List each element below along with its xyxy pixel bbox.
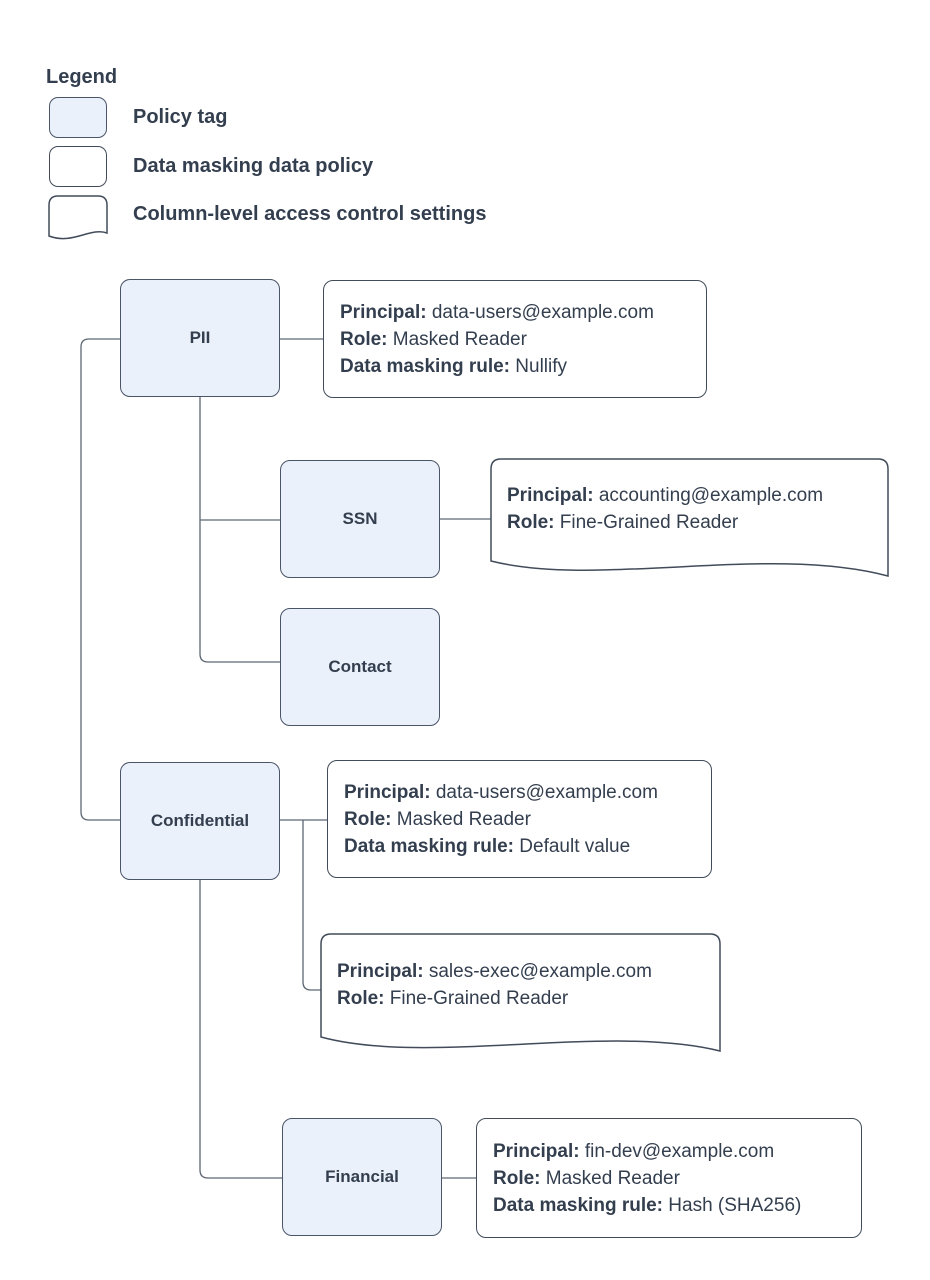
policy-field-label: Role:	[340, 328, 388, 350]
policy-field-label: Role:	[344, 808, 392, 830]
legend-item-access-control-settings: Column-level access control settings	[133, 203, 487, 225]
policy-tag-node-confidential: Confidential	[120, 762, 280, 880]
policy-tag-node-ssn: SSN	[280, 460, 440, 578]
node-label: Contact	[328, 657, 392, 676]
policy-line: Data masking rule: Hash (SHA256)	[493, 1192, 855, 1219]
policy-line: Role: Fine-Grained Reader	[337, 985, 717, 1012]
node-label: PII	[189, 328, 211, 347]
masking-policy-box-pii: Principal: data-users@example.com Role: …	[323, 280, 707, 398]
legend-item-policy-tag: Policy tag	[133, 106, 228, 128]
policy-tag-node-pii: PII	[120, 279, 280, 397]
policy-field-value: data-users@example.com	[435, 781, 658, 803]
policy-field-value: accounting@example.com	[598, 485, 824, 506]
node-label: Confidential	[150, 811, 250, 830]
connector-pii-to-confidential-trunk	[80, 338, 121, 821]
policy-line: Principal: sales-exec@example.com	[337, 958, 717, 985]
access-settings-text-ssn: Principal: accounting@example.com Role: …	[507, 460, 887, 558]
masking-policy-box-confidential: Principal: data-users@example.com Role: …	[327, 760, 712, 878]
node-label: Financial	[325, 1167, 399, 1186]
policy-field-value: Masked Reader	[545, 1167, 680, 1189]
access-settings-text-confidential: Principal: sales-exec@example.com Role: …	[337, 936, 717, 1034]
policy-field-label: Role:	[493, 1167, 541, 1189]
policy-line: Role: Fine-Grained Reader	[507, 509, 887, 536]
policy-field-value: Default value	[519, 835, 631, 857]
policy-field-value: sales-exec@example.com	[428, 961, 652, 982]
policy-line: Principal: data-users@example.com	[340, 299, 700, 326]
node-label: SSN	[342, 509, 378, 528]
policy-field-value: Masked Reader	[396, 808, 531, 830]
policy-field-value: Hash (SHA256)	[668, 1194, 802, 1216]
policy-line: Principal: accounting@example.com	[507, 482, 887, 509]
policy-line: Data masking rule: Default value	[344, 833, 705, 860]
legend-swatch-policy-tag	[49, 97, 107, 138]
connector-confidential-to-financial	[199, 880, 283, 1179]
policy-field-label: Principal:	[493, 1140, 580, 1162]
policy-line: Principal: data-users@example.com	[344, 779, 705, 806]
policy-line: Role: Masked Reader	[340, 326, 700, 353]
policy-field-label: Data masking rule:	[340, 355, 510, 377]
policy-line: Role: Masked Reader	[493, 1165, 855, 1192]
policy-field-value: Masked Reader	[392, 328, 527, 350]
policy-field-label: Role:	[337, 988, 385, 1009]
policy-line: Principal: fin-dev@example.com	[493, 1138, 855, 1165]
legend-swatch-access-control-shape	[48, 195, 108, 240]
policy-line: Data masking rule: Nullify	[340, 353, 700, 380]
legend-item-data-masking-policy: Data masking data policy	[133, 155, 374, 177]
policy-field-label: Data masking rule:	[344, 835, 514, 857]
policy-line: Role: Masked Reader	[344, 806, 705, 833]
policy-field-label: Principal:	[507, 485, 594, 506]
policy-field-label: Principal:	[337, 961, 424, 982]
connector-confidential-to-access-settings	[302, 820, 322, 991]
policy-tag-node-financial: Financial	[282, 1118, 442, 1236]
masking-policy-box-financial: Principal: fin-dev@example.com Role: Mas…	[476, 1118, 862, 1238]
connector-pii-children-trunk	[199, 397, 281, 663]
policy-tag-node-contact: Contact	[280, 608, 440, 726]
legend-title: Legend	[46, 66, 118, 88]
policy-field-value: fin-dev@example.com	[584, 1140, 775, 1162]
policy-field-value: Fine-Grained Reader	[559, 512, 739, 533]
policy-field-label: Data masking rule:	[493, 1194, 663, 1216]
ssn-access-settings-doc-shape	[490, 458, 889, 577]
policy-field-label: Role:	[507, 512, 555, 533]
legend-swatch-data-masking-policy	[49, 146, 107, 187]
policy-field-label: Principal:	[344, 781, 431, 803]
policy-field-value: Fine-Grained Reader	[389, 988, 569, 1009]
confidential-access-settings-doc-shape	[320, 933, 721, 1052]
policy-field-value: Nullify	[515, 355, 568, 377]
policy-field-value: data-users@example.com	[431, 301, 654, 323]
policy-field-label: Principal:	[340, 301, 427, 323]
